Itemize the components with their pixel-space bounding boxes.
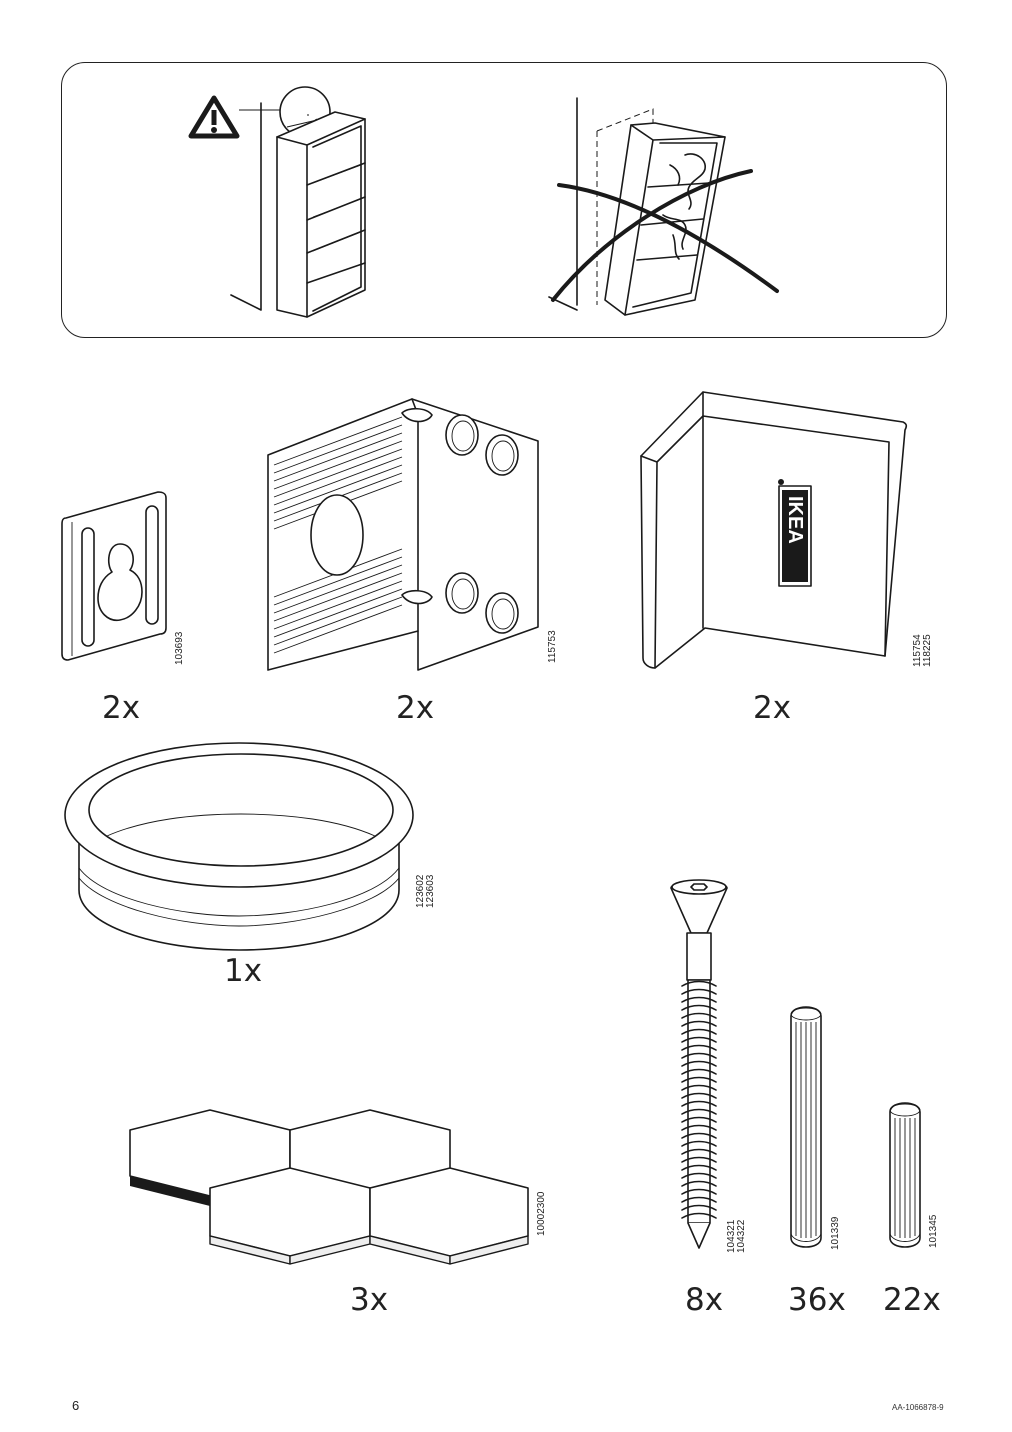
page-number: 6: [72, 1398, 80, 1413]
part-code-corner-protector: 115754 118225: [912, 634, 933, 667]
screw-illustration: [670, 879, 728, 1249]
dowel-large-illustration: [790, 1006, 822, 1248]
document-id: AA-1066878-9: [892, 1403, 944, 1412]
ikea-logo: IKEA: [784, 496, 806, 544]
qty-corner-protector: 2x: [753, 690, 792, 726]
part-code-hexagon-pads: 10002300: [536, 1191, 547, 1237]
part-code-wall-bracket: 103693: [174, 631, 185, 665]
corner-bracket-illustration: [267, 398, 539, 671]
cable-grommet-illustration: [64, 742, 414, 951]
bookcase-against-wall-illustration: [230, 86, 366, 318]
qty-cable-grommet: 1x: [224, 953, 263, 989]
hexagon-pads-illustration: [129, 1109, 529, 1265]
part-code-cable-grommet: 123602 123603: [415, 874, 436, 908]
part-code-dowel-small: 101345: [928, 1214, 939, 1248]
part-code-corner-bracket: 115753: [547, 630, 558, 663]
warning-panel: [61, 62, 947, 338]
tipping-bookcase-illustration: [548, 97, 779, 316]
qty-wall-bracket: 2x: [102, 690, 141, 726]
corner-protector-illustration: IKEA: [640, 391, 908, 669]
part-code-screw: 104321 104322: [726, 1219, 747, 1253]
qty-hexagon-pads: 3x: [350, 1282, 389, 1318]
wall-bracket-illustration: [61, 491, 167, 661]
qty-screw: 8x: [685, 1282, 724, 1318]
dowel-small-illustration: [889, 1102, 921, 1248]
qty-dowel-large: 36x: [788, 1282, 846, 1318]
warning-triangle-icon: [188, 95, 240, 139]
qty-corner-bracket: 2x: [396, 690, 435, 726]
qty-dowel-small: 22x: [883, 1282, 941, 1318]
part-code-dowel-large: 101339: [830, 1216, 841, 1250]
